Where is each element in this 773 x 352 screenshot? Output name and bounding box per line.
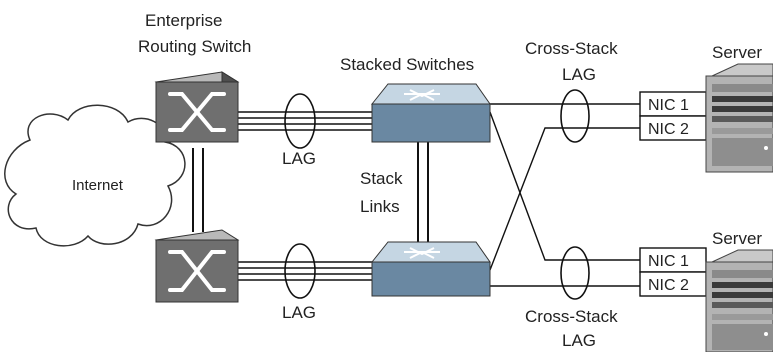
top-stacked-switch bbox=[370, 83, 491, 143]
internet-cloud: Internet bbox=[4, 104, 186, 247]
top-lag-label: LAG bbox=[282, 149, 316, 168]
bottom-cross-stack-ellipse bbox=[560, 246, 590, 300]
internet-label: Internet bbox=[72, 177, 124, 194]
enterprise-label-line1: Enterprise bbox=[145, 11, 222, 30]
bottom-nic2-label: NIC 2 bbox=[648, 277, 689, 294]
stacked-switches-label: Stacked Switches bbox=[340, 55, 474, 74]
top-routing-switch bbox=[154, 71, 240, 143]
top-server-label: Server bbox=[712, 43, 762, 62]
stack-links bbox=[417, 142, 429, 246]
top-server bbox=[705, 63, 773, 173]
bottom-lag-label: LAG bbox=[282, 303, 316, 322]
stack-links-label-line2: Links bbox=[360, 197, 400, 216]
top-cross-stack-ellipse bbox=[560, 89, 590, 143]
cross-stack-links bbox=[489, 103, 640, 287]
bottom-cross-stack-label-line2: LAG bbox=[562, 331, 596, 350]
stack-links-label-line1: Stack bbox=[360, 169, 403, 188]
top-nic-box: NIC 1 NIC 2 bbox=[639, 91, 707, 141]
router-interconnect-links bbox=[192, 148, 204, 232]
bottom-server bbox=[705, 249, 773, 352]
bottom-nic1-label: NIC 1 bbox=[648, 253, 689, 270]
top-nic1-label: NIC 1 bbox=[648, 97, 689, 114]
bottom-stacked-switch bbox=[370, 241, 491, 297]
bottom-cross-stack-label-line1: Cross-Stack bbox=[525, 307, 618, 326]
bottom-nic-box: NIC 1 NIC 2 bbox=[639, 247, 707, 297]
bottom-lag-ellipse bbox=[284, 243, 316, 299]
top-nic2-label: NIC 2 bbox=[648, 121, 689, 138]
bottom-lag-links bbox=[237, 261, 372, 281]
top-cross-stack-label-line1: Cross-Stack bbox=[525, 39, 618, 58]
top-lag-links bbox=[237, 111, 372, 131]
switch-arrows-icon bbox=[404, 89, 440, 101]
switch-x-icon bbox=[168, 250, 226, 292]
enterprise-label-line2: Routing Switch bbox=[138, 37, 251, 56]
top-lag-ellipse bbox=[284, 93, 316, 149]
bottom-server-label: Server bbox=[712, 229, 762, 248]
switch-x-icon bbox=[168, 92, 226, 132]
top-cross-stack-label-line2: LAG bbox=[562, 65, 596, 84]
bottom-routing-switch bbox=[154, 229, 240, 303]
switch-arrows-icon bbox=[404, 247, 440, 259]
